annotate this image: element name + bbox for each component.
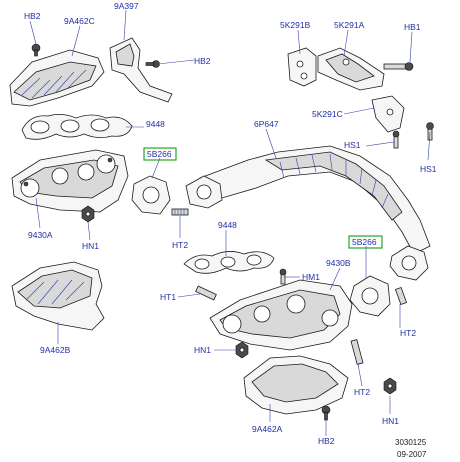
- flange-6p647-right: [389, 245, 429, 281]
- label-hn1-bottom: HN1: [382, 416, 399, 426]
- label-5b266-left: 5B266: [147, 149, 172, 159]
- label-ht2-right: HT2: [400, 328, 416, 338]
- stud-hs1-a: [392, 130, 400, 149]
- stud-ht2-bottom: [350, 339, 364, 365]
- stud-hs1-b: [426, 122, 434, 141]
- label-9a462a: 9A462A: [252, 424, 283, 434]
- label-9a462c: 9A462C: [64, 16, 95, 26]
- label-hb2-top-left: HB2: [24, 11, 41, 21]
- label-5k291b: 5K291B: [280, 20, 311, 30]
- leader-lines: [29, 9, 431, 436]
- figure-date: 09-2007: [397, 450, 427, 459]
- label-hn1-middle: HN1: [194, 345, 211, 355]
- bolt-hb1: [383, 62, 414, 71]
- gasket-5b266-left: [131, 175, 171, 215]
- heat-shield-9a397: [109, 37, 173, 103]
- label-9430a: 9430A: [28, 230, 53, 240]
- label-hs1-b: HS1: [420, 164, 437, 174]
- label-9a462b: 9A462B: [40, 345, 71, 355]
- nut-hn1-bottom: [383, 377, 397, 395]
- highlight-5b266-right: [348, 235, 383, 249]
- exhaust-manifold-9430b: [209, 279, 353, 351]
- label-hn1-left: HN1: [82, 241, 99, 251]
- label-hb2-top: HB2: [194, 56, 211, 66]
- label-hm1: HM1: [302, 272, 320, 282]
- bolt-hb2-top: [145, 60, 160, 68]
- label-hb2-bottom: HB2: [318, 436, 335, 446]
- label-ht2-bottom: HT2: [354, 387, 370, 397]
- label-5k291a: 5K291A: [334, 20, 365, 30]
- label-9448-right: 9448: [218, 220, 237, 230]
- label-ht1: HT1: [160, 292, 176, 302]
- label-9448-left: 9448: [146, 119, 165, 129]
- gasket-9448-right: [183, 251, 275, 274]
- nut-hn1-middle: [235, 341, 249, 359]
- bracket-5k291b: [287, 47, 317, 87]
- figure-number: 3030125: [395, 438, 427, 447]
- label-9a397: 9A397: [114, 1, 139, 11]
- heat-shield-9a462a: [243, 355, 349, 415]
- gasket-5b266-right: [349, 275, 391, 317]
- label-hs1-a: HS1: [344, 140, 361, 150]
- label-6p647: 6P647: [254, 119, 279, 129]
- heat-shield-9a462c: [9, 49, 105, 107]
- flange-6p647-left: [185, 175, 223, 209]
- label-5b266-right: 5B266: [352, 237, 377, 247]
- nut-hn1-left: [81, 205, 95, 223]
- exhaust-pipe-6p647: [199, 145, 431, 255]
- stud-ht2-left: [171, 208, 189, 216]
- highlight-5b266-left: [143, 147, 177, 161]
- bolt-hb2-bottom: [321, 405, 331, 421]
- stud-ht1: [195, 285, 217, 301]
- bolt-hb2-top-left: [31, 43, 41, 57]
- stud-hm1: [279, 268, 287, 285]
- stud-ht2-right: [394, 286, 408, 306]
- label-hb1: HB1: [404, 22, 421, 32]
- gasket-9448-left: [21, 114, 133, 140]
- exhaust-manifold-9430a: [11, 149, 129, 213]
- heat-shield-9a462b: [11, 261, 105, 331]
- label-ht2-left: HT2: [172, 240, 188, 250]
- bracket-5k291c: [371, 95, 405, 133]
- bracket-5k291a: [317, 47, 385, 91]
- label-9430b: 9430B: [326, 258, 351, 268]
- label-5k291c: 5K291C: [312, 109, 343, 119]
